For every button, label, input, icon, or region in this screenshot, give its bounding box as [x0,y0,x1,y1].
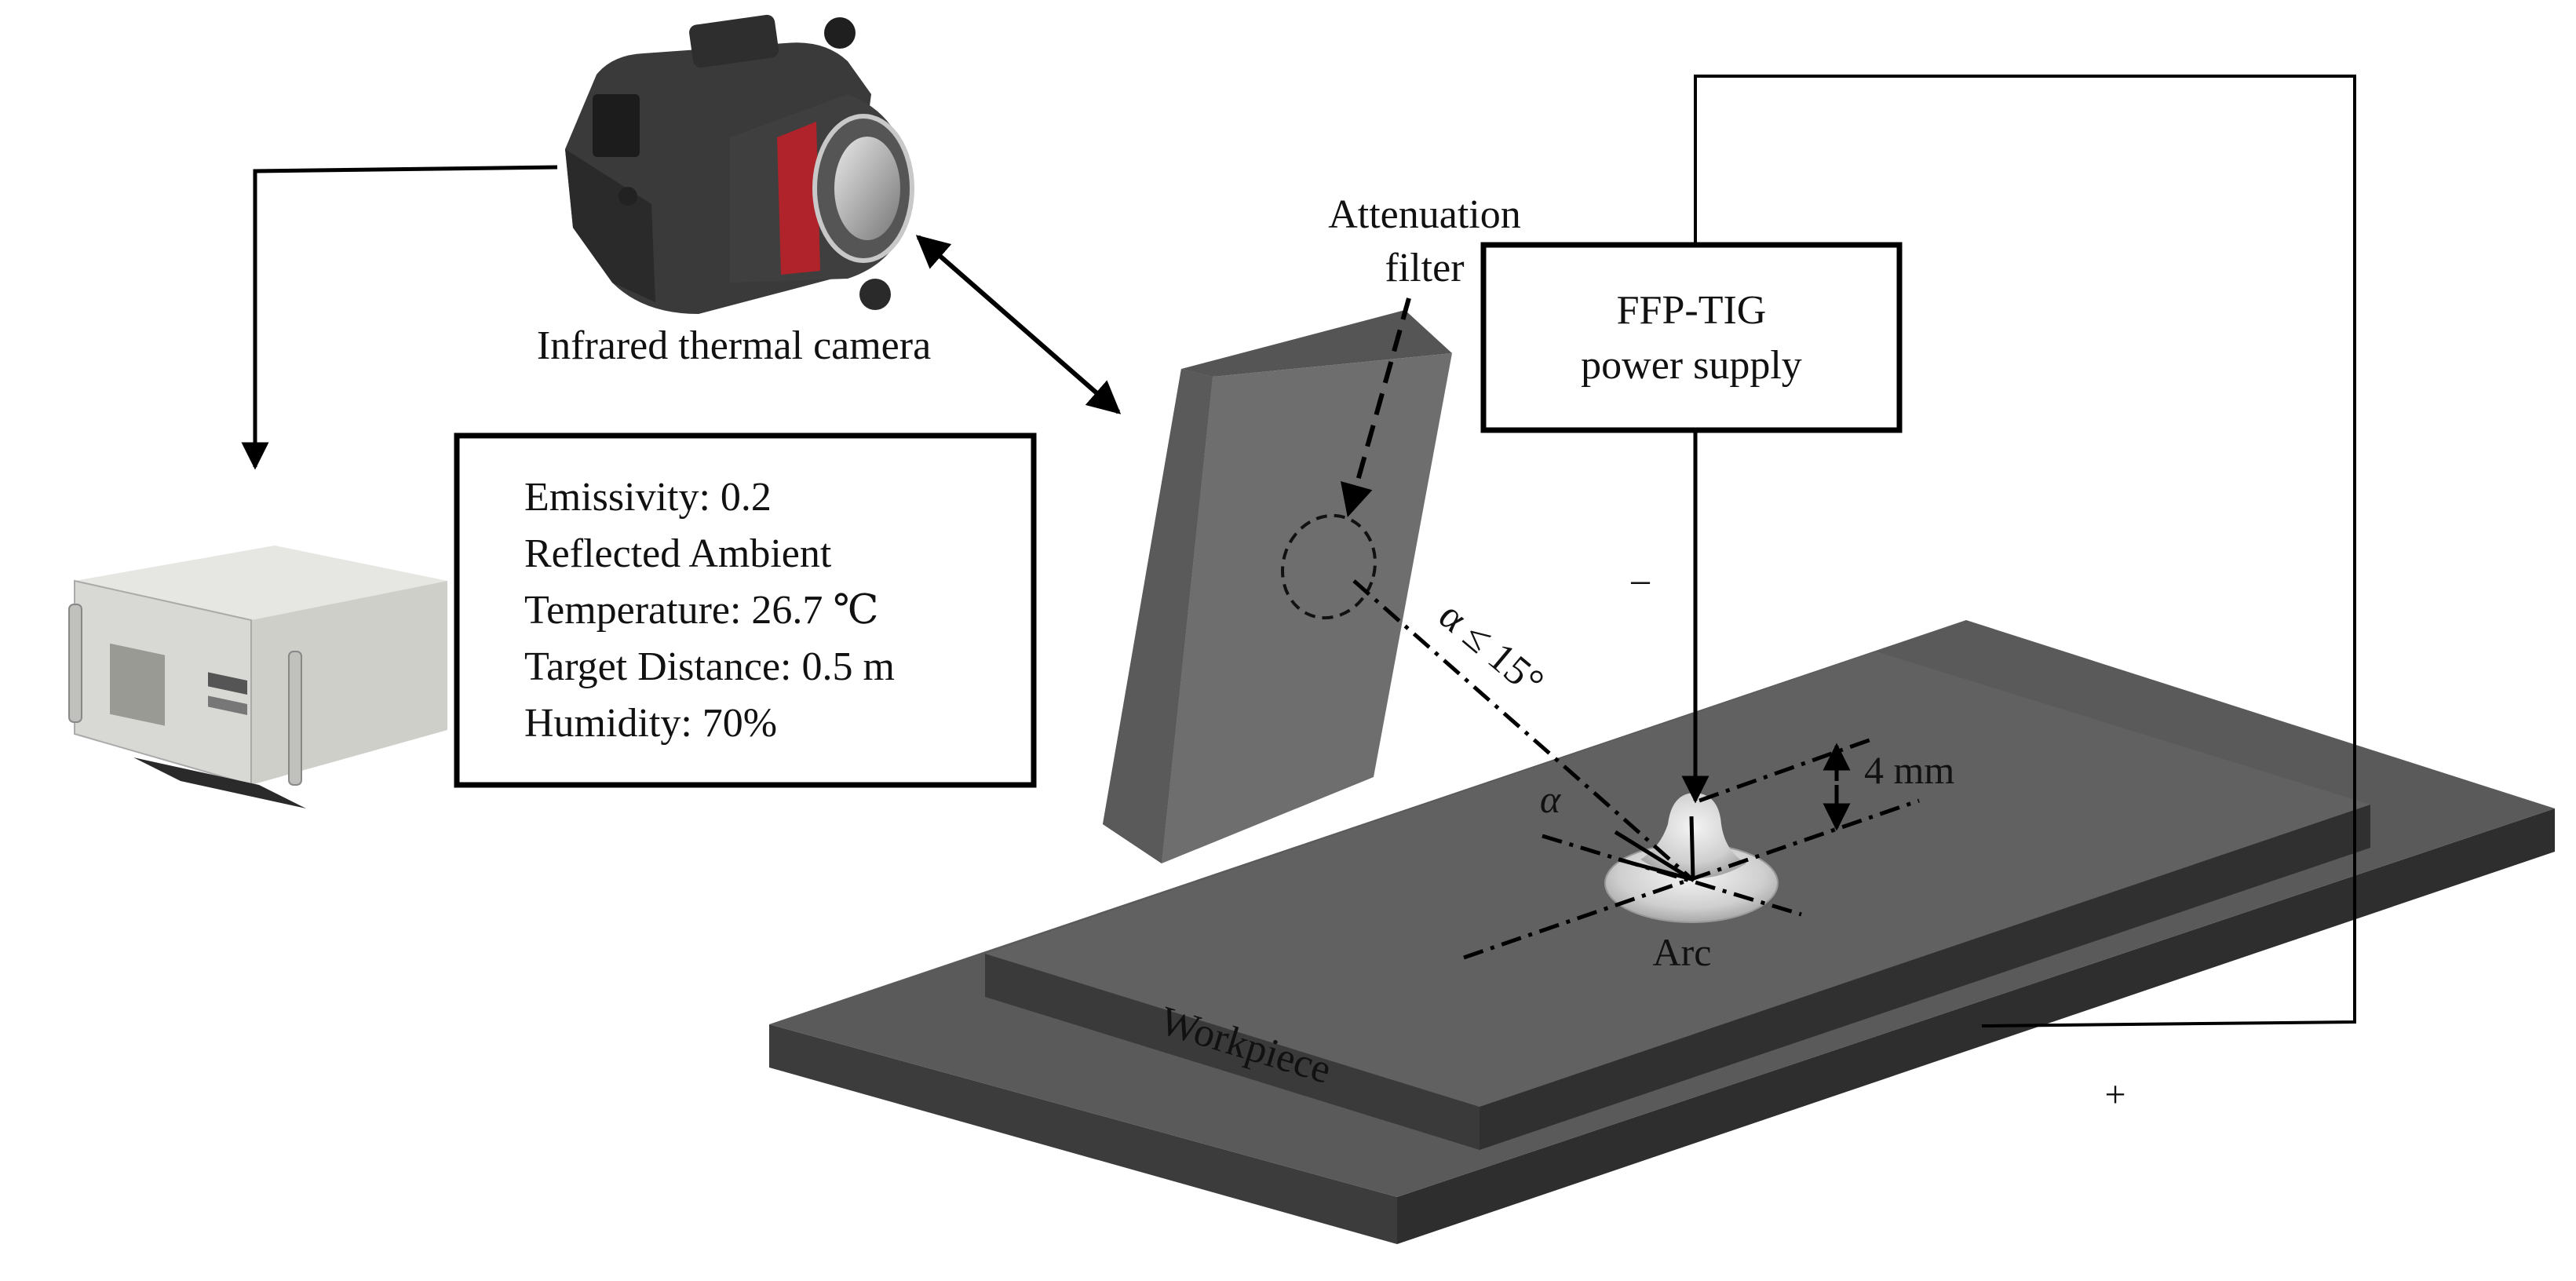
camera-to-computer-wire [241,165,558,470]
power-wiring [1681,75,2356,1027]
filter-top-face [1181,310,1452,377]
power-supply-label-1: FFP-TIG [1617,288,1767,333]
setting-reflected-1: Reflected Ambient [524,531,832,576]
workpiece-plate-side-right [1480,805,2370,1150]
computer-front-door [133,757,306,808]
wire-top-loop [1694,75,2356,1027]
camera-red-accent [777,122,820,275]
dimension-label: 4 mm [1864,748,1954,792]
angle-range-label: α ≤ 15° [1430,593,1552,706]
computer-handle-left [68,604,82,723]
camera-dial [824,17,856,49]
minus-terminal-label: − [1629,561,1651,606]
workpiece-plate-side [985,954,1480,1150]
workpiece-base-side [769,1024,1397,1244]
setting-reflected-2: Temperature: 26.7 ℃ [524,588,879,633]
filter-front-face [1162,353,1452,863]
industrial-computer [68,546,447,808]
camera-screen [593,94,640,157]
filter-label-2: filter [1385,246,1464,290]
power-supply-label-2: power supply [1581,343,1802,388]
settings-frame [454,432,1037,788]
computer-vent [110,643,165,726]
filter-left-edge [1103,369,1213,863]
filter-pointer-arrow [1340,297,1411,518]
line-of-sight [1352,579,1695,882]
camera-viewfinder [689,14,779,68]
filter-target-spot [1281,513,1377,620]
plus-terminal-label: + [2104,1074,2125,1115]
computer-drive-bay [208,672,247,695]
power-supply-frame [1480,242,1903,433]
camera-label: Infrared thermal camera [537,323,931,368]
setting-emissivity: Emissivity: 0.2 [524,475,772,520]
camera-settings-box: Emissivity: 0.2 Reflected Ambient Temper… [454,432,1037,788]
alpha-label: α [1540,777,1562,821]
workpiece-base-side-right [1397,808,2555,1244]
camera-lens-glass [834,137,900,240]
arc-label: Arc [1653,930,1712,974]
filter-label-1: Attenuation [1328,192,1521,237]
dim-ref-top [1698,735,1877,803]
power-supply-box: FFP-TIG power supply [1480,242,1903,433]
camera-button [618,187,637,206]
normal-line [1689,816,1695,880]
computer-drive-bay-2 [208,695,247,715]
infrared-camera [565,14,914,314]
computer-handle-right [288,651,302,786]
setting-distance: Target Distance: 0.5 m [524,644,895,689]
setting-humidity: Humidity: 70% [524,701,777,746]
camera-knob [859,279,891,310]
attenuation-filter-block [1103,310,1452,863]
camera-filter-arrow [915,235,1122,414]
angle-arc [1614,830,1693,881]
camera-grip [565,149,655,302]
